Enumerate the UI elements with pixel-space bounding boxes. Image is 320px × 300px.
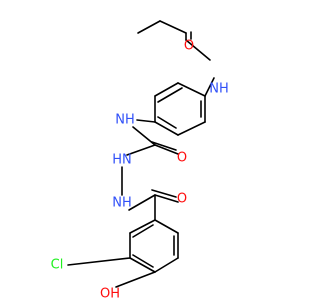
bond-line	[132, 254, 154, 268]
molecule-canvas: O NH NH O HN NH O Cl OH	[50, 20, 229, 300]
bond-line	[157, 116, 177, 129]
bond-line	[154, 144, 179, 155]
bond-line	[154, 194, 179, 203]
bond-line	[159, 20, 187, 34]
bond-line	[177, 82, 206, 97]
bond-line	[157, 87, 183, 103]
bond-line	[128, 194, 156, 211]
urea-nh-label: NH	[115, 113, 135, 128]
bond-line	[67, 257, 131, 266]
bond-line	[151, 141, 177, 151]
bond-line	[185, 39, 211, 61]
bond-line	[154, 219, 179, 234]
bond-line	[154, 257, 179, 273]
bond-line	[177, 121, 206, 136]
bond-line	[154, 121, 179, 136]
bond-line	[137, 20, 161, 34]
hydrazide-nh-label: NH	[112, 196, 132, 211]
hydroxy-label: OH	[100, 287, 120, 300]
bond-line	[154, 82, 179, 97]
amide-oxygen-label: O	[184, 39, 194, 54]
bond-line	[204, 77, 215, 97]
hydrazide-oxygen-label: O	[177, 192, 187, 207]
bond-line	[151, 189, 177, 198]
bond-line	[129, 257, 156, 273]
bond-line	[115, 271, 156, 288]
urea-oxygen-label: O	[177, 151, 187, 166]
hydrazide-hn-label: HN	[112, 153, 132, 168]
amide-nh-label: NH	[209, 82, 229, 97]
bond-line	[132, 224, 154, 238]
bond-line	[126, 144, 156, 156]
bond-lines	[67, 20, 215, 288]
chlorine-label: Cl	[51, 258, 64, 273]
molecule-structure: O NH NH O HN NH O Cl OH	[51, 20, 229, 300]
bond-line	[129, 219, 156, 234]
bond-line	[136, 119, 156, 123]
